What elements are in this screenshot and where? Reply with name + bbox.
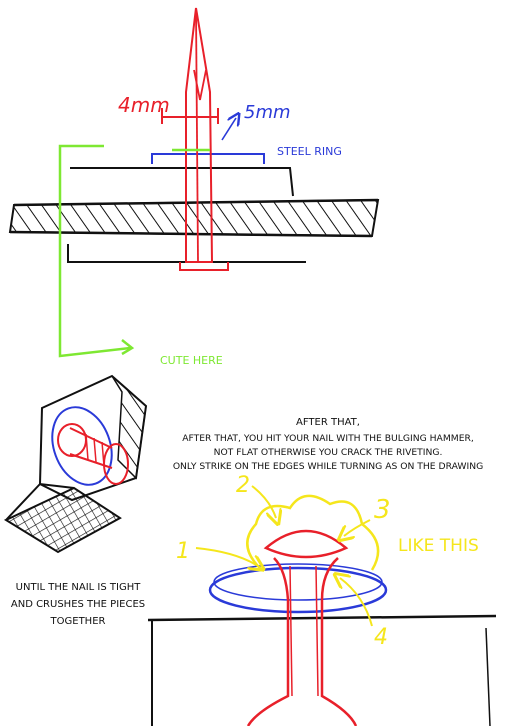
cut-guide-line — [58, 144, 131, 358]
lower-plate — [67, 244, 306, 263]
until-line-1: UNTIL THE NAIL IS TIGHT — [16, 582, 142, 593]
strike-label-1: 1 — [176, 539, 190, 564]
strike-label-4: 4 — [374, 625, 388, 650]
dim-arrow — [221, 118, 236, 141]
upper-plate — [70, 167, 294, 197]
cut-here-label: CUTE HERE — [160, 354, 223, 367]
strike-zone — [246, 494, 380, 571]
like-this-label: LIKE THIS — [398, 536, 479, 556]
ring-disc — [208, 566, 388, 614]
nail-body — [246, 557, 358, 726]
top-cross-section — [8, 7, 380, 358]
nail-shaft — [185, 7, 214, 263]
after-line-3: ONLY STRIKE ON THE EDGES WHILE TURNING A… — [173, 461, 483, 472]
iso-bottom-face — [3, 486, 122, 554]
steel-ring-label: STEEL RING — [277, 145, 342, 158]
after-title: AFTER THAT, — [296, 417, 360, 428]
strike-arrow-2 — [251, 485, 276, 518]
dim-right-label: 5mm — [244, 102, 291, 123]
steel-ring-shape — [151, 153, 265, 164]
strike-arrow-1 — [195, 547, 258, 566]
hammering-diagram — [147, 485, 497, 726]
after-line-2: NOT FLAT OTHERWISE YOU CRACK THE RIVETIN… — [214, 447, 443, 458]
strike-label-2: 2 — [236, 473, 250, 498]
nail-head — [263, 529, 349, 559]
isometric-sketch — [3, 374, 148, 554]
strike-arrow-3 — [344, 519, 371, 536]
iso-ring — [51, 406, 113, 486]
after-line-1: AFTER THAT, YOU HIT YOUR NAIL WITH THE B… — [182, 433, 474, 444]
strike-arrow-4 — [340, 578, 373, 627]
dim-left-label: 4mm — [118, 93, 170, 117]
until-line-2: AND CRUSHES THE PIECES — [11, 599, 145, 610]
strike-label-3: 3 — [374, 495, 391, 525]
until-line-3: TOGETHER — [50, 616, 106, 627]
